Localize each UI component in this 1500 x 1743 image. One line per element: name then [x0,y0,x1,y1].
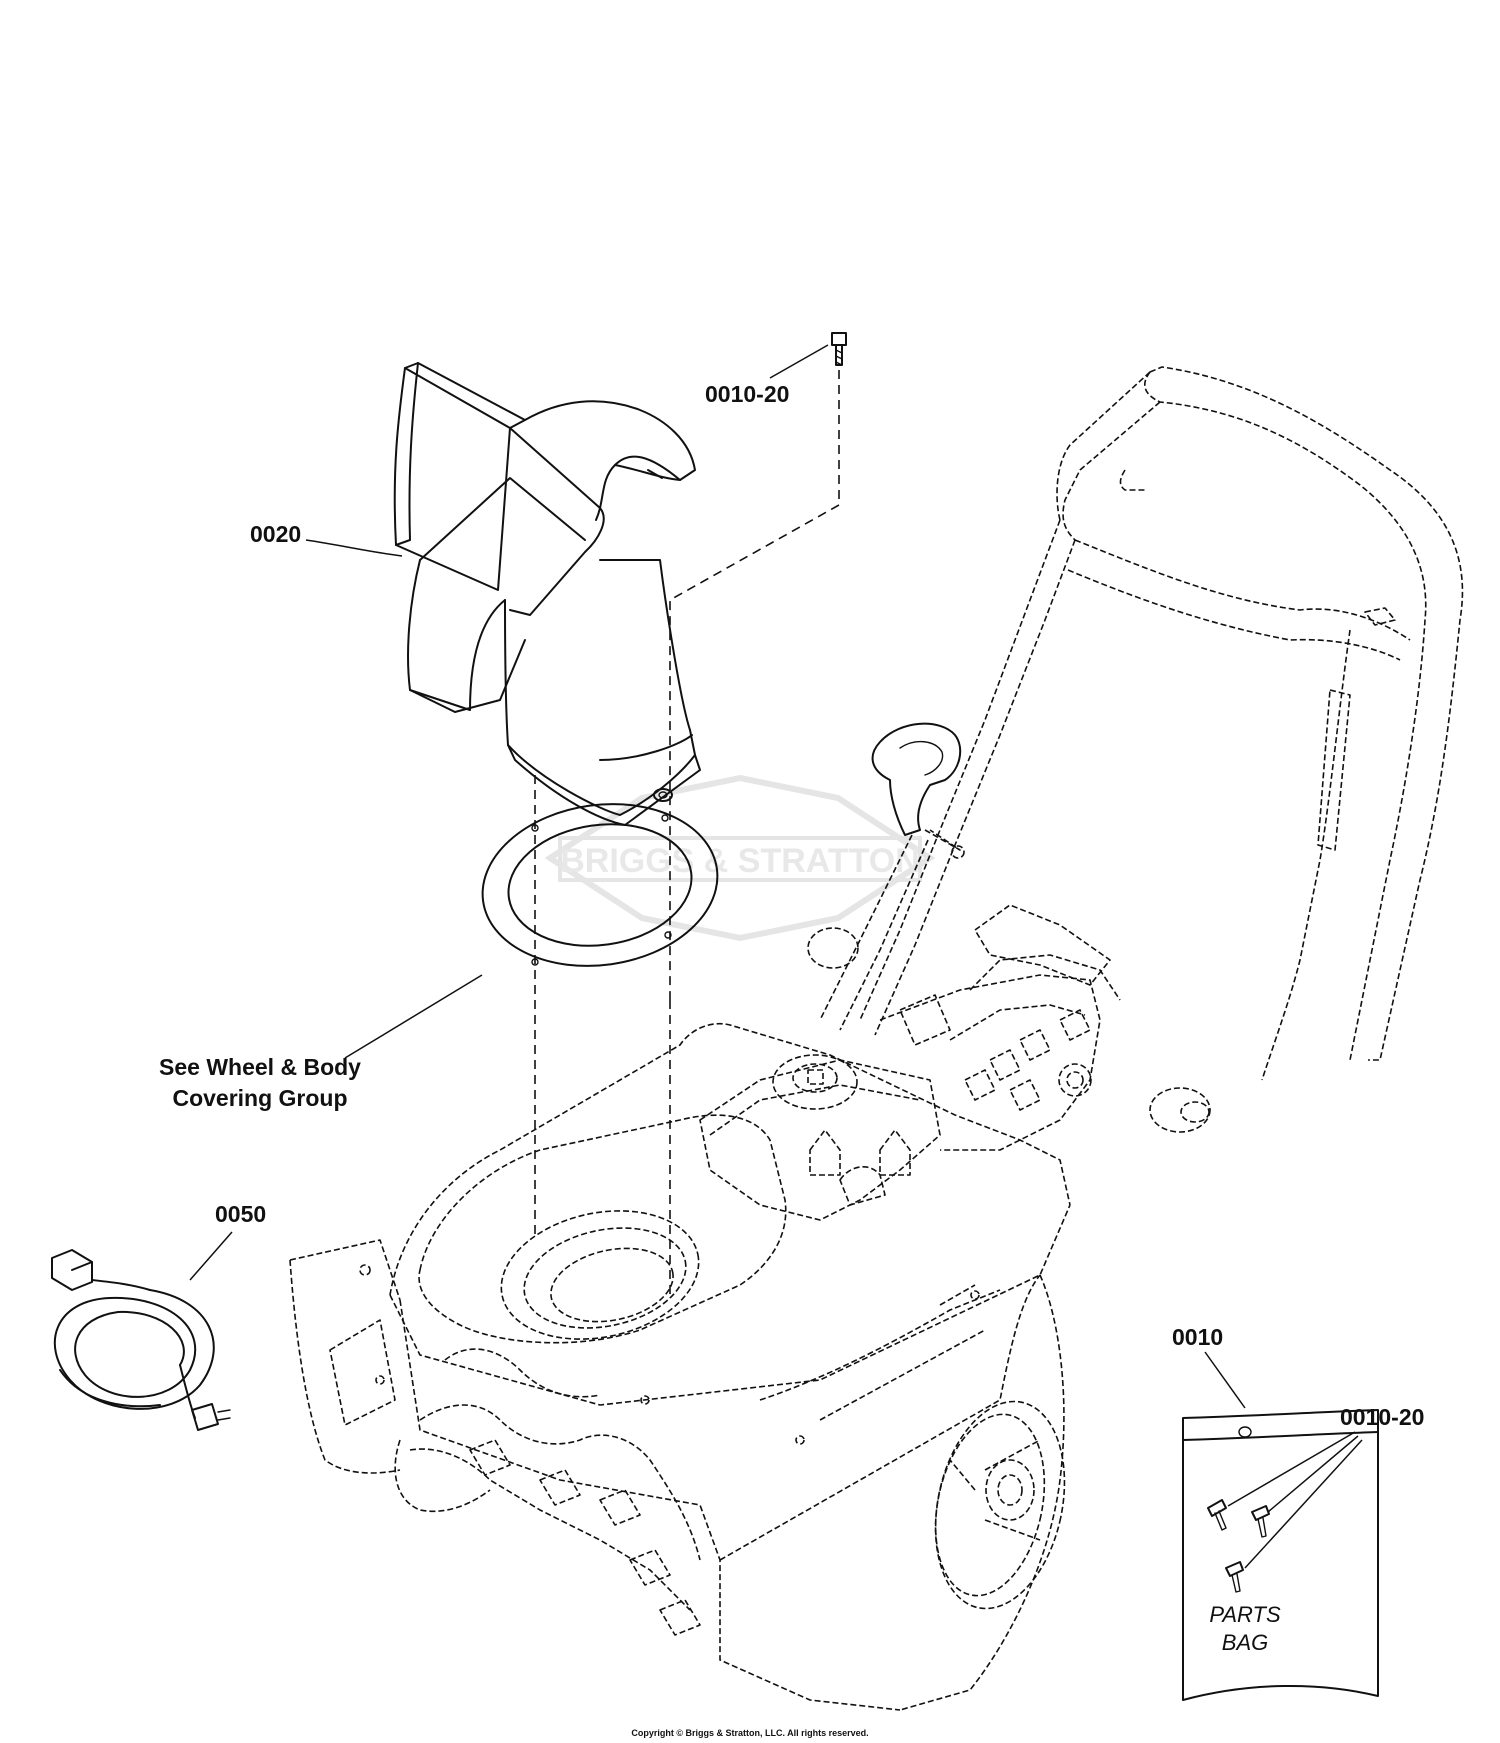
extension-cord [51,1249,231,1431]
chute-gasket [481,803,719,967]
bag-screw-1 [1207,1499,1227,1531]
discharge-chute [393,362,701,826]
callout-0020: 0020 [250,521,301,547]
callout-0010: 0010 [1172,1324,1223,1350]
group-ref-line2: Covering Group [172,1085,347,1111]
parts-bag-label-line1: PARTS [1209,1602,1281,1627]
bag-screw-2 [1251,1505,1270,1538]
callout-0050: 0050 [215,1201,266,1227]
snow-thrower-body [289,1023,1071,1711]
callout-0010-20-top: 0010-20 [705,381,789,407]
bag-screw-3 [1225,1561,1244,1593]
callout-0010-20-bag: 0010-20 [1340,1404,1424,1430]
parts-bag-label-line2: BAG [1222,1630,1268,1655]
handle-assembly [807,366,1464,1133]
watermark-logo: BRIGGS & STRATTON [544,774,936,942]
copyright-notice: Copyright © Briggs & Stratton, LLC. All … [631,1728,868,1738]
engine [699,904,1121,1221]
group-ref-line1: See Wheel & Body [159,1054,361,1080]
parts-bag: PARTS BAG [1182,1409,1379,1701]
screw-top [831,332,847,366]
watermark-text: BRIGGS & STRATTON [560,842,920,880]
